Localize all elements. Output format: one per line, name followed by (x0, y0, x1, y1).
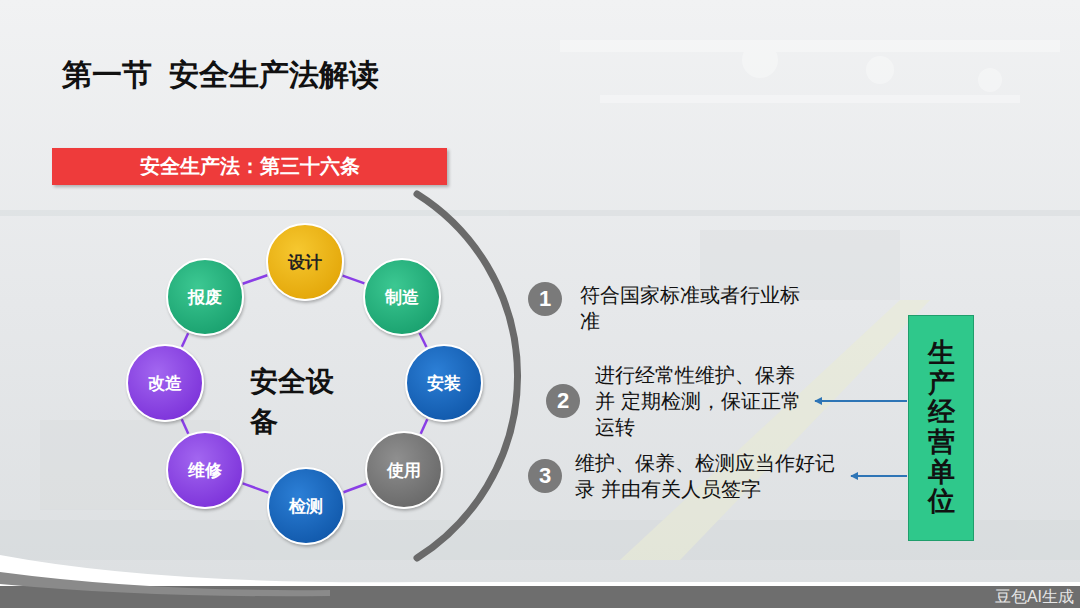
requirement-text: 进行经常性维护、保养并 定期检测，保证正常运转 (595, 362, 807, 440)
ring-link (182, 419, 189, 433)
callout-number: 2 (546, 384, 580, 418)
circle-text: 使用 (387, 459, 421, 482)
arrow-connector (815, 400, 907, 402)
requirement-text: 符合国家标准或者行业标准 (580, 282, 804, 334)
circle-text: 报废 (188, 286, 222, 309)
lifecycle-circle: 检测 (267, 467, 345, 545)
ring-link (421, 419, 428, 433)
lifecycle-circle: 使用 (365, 431, 443, 509)
footer-curve (0, 572, 330, 596)
lifecycle-circle: 维修 (166, 431, 244, 509)
circle-text: 维修 (188, 459, 222, 482)
vertical-text: 生产经营单位 (928, 339, 955, 517)
requirement-item: 3 维护、保养、检测应当作好记录 并由有关人员签字 (528, 450, 847, 502)
callout-number: 1 (528, 282, 562, 316)
lifecycle-circle: 设计 (266, 223, 344, 301)
lifecycle-circle: 制造 (363, 258, 441, 336)
watermark: 豆包AI生成 (960, 586, 1074, 608)
callout-number: 3 (528, 459, 562, 493)
title-band: 安全生产法：第三十六条 (52, 148, 447, 185)
lifecycle-circle: 安装 (405, 344, 483, 422)
requirement-item: 1 符合国家标准或者行业标准 (528, 282, 808, 334)
ring-link (243, 483, 269, 492)
arrow-connector (851, 475, 907, 477)
circle-text: 制造 (385, 286, 419, 309)
ring-link (243, 275, 267, 284)
circle-text: 安装 (427, 372, 461, 395)
requirement-item: 2 进行经常性维护、保养并 定期检测，保证正常运转 (546, 362, 811, 440)
requirement-text: 维护、保养、检测应当作好记录 并由有关人员签字 (575, 450, 843, 502)
band-text: 安全生产法：第三十六条 (140, 153, 360, 180)
lifecycle-circle: 改造 (126, 344, 204, 422)
ring-link (344, 484, 367, 492)
circle-text: 设计 (288, 251, 322, 274)
center-label: 安全设备 (250, 362, 342, 442)
ring-link (182, 333, 188, 346)
lifecycle-circle: 报废 (166, 258, 244, 336)
ring-link (343, 276, 365, 284)
footer-sweep (0, 555, 1080, 608)
ring-link (420, 333, 427, 347)
slide-title: 第一节 安全生产法解读 (62, 55, 379, 96)
subject-box: 生产经营单位 (908, 315, 974, 541)
factory-photo (0, 40, 1080, 560)
circle-text: 改造 (148, 372, 182, 395)
circle-text: 检测 (289, 495, 323, 518)
